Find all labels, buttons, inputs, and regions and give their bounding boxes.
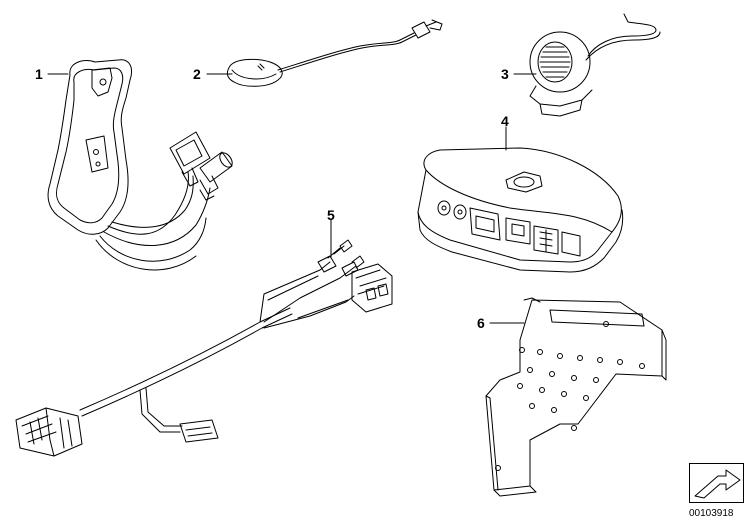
part-number-5[interactable]: 5: [327, 207, 335, 223]
diagram-id: 00103918: [689, 508, 734, 519]
leader-lines: [47, 73, 537, 324]
part-number-1[interactable]: 1: [35, 66, 43, 82]
part-number-4[interactable]: 4: [501, 113, 509, 129]
part-number-6[interactable]: 6: [477, 315, 485, 331]
wiring-harness-icon: [15, 239, 393, 457]
next-page-button[interactable]: [689, 463, 744, 503]
part-number-2[interactable]: 2: [193, 66, 201, 82]
part-number-3[interactable]: 3: [501, 66, 509, 82]
microphone-icon: [226, 19, 443, 87]
control-unit-icon: [417, 147, 624, 273]
mounting-bracket-icon: [485, 297, 667, 497]
handset-cradle-icon: [47, 59, 233, 271]
speaker-icon: [529, 13, 661, 117]
